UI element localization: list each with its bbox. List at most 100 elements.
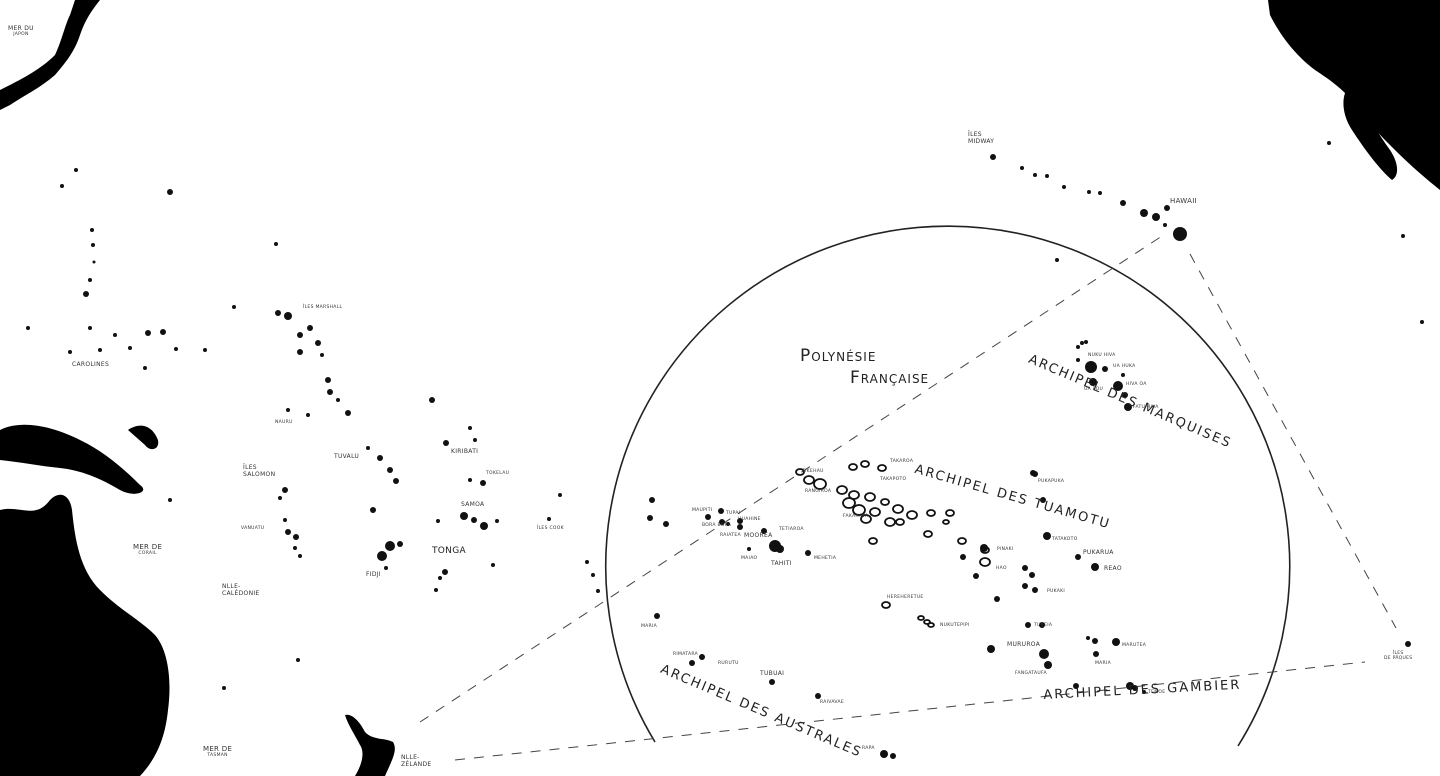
island-dot xyxy=(1033,173,1037,177)
island-dot xyxy=(1142,690,1146,694)
island-dot xyxy=(282,487,288,493)
island-dot xyxy=(297,349,303,355)
australia-landmass xyxy=(0,494,170,776)
label-tuvalu: TUVALU xyxy=(334,453,360,460)
island-dot xyxy=(491,563,495,567)
island-dot xyxy=(296,658,300,662)
island-dot xyxy=(397,541,403,547)
island-dot xyxy=(591,573,595,577)
label-raiatea: RAIATEA xyxy=(720,533,741,538)
label-tureia: TUREIA xyxy=(1034,623,1053,628)
island-dot xyxy=(480,480,486,486)
atoll-ring xyxy=(880,498,890,506)
island-dot xyxy=(726,522,730,526)
island-dot xyxy=(434,588,438,592)
label-hiva-oa: HIVA OA xyxy=(1126,382,1147,387)
island-dot xyxy=(222,686,226,690)
title-line-1: Polynésie xyxy=(800,346,877,366)
island-dot xyxy=(385,541,395,551)
label-vanuatu: VANUATU xyxy=(241,526,265,531)
label-marutea: MARUTEA xyxy=(1122,643,1147,648)
island-dot xyxy=(1055,258,1059,262)
island-dot xyxy=(747,547,751,551)
island-dot xyxy=(68,350,72,354)
atoll-ring xyxy=(881,601,891,609)
label-line: NLLE- xyxy=(222,583,241,590)
atoll-ring xyxy=(980,546,990,554)
label-tatakoto: TATAKOTO xyxy=(1052,537,1078,542)
island-dot xyxy=(113,333,117,337)
island-dot xyxy=(143,366,147,370)
atoll-ring xyxy=(942,519,950,525)
island-dot xyxy=(1124,403,1132,411)
island-dot xyxy=(160,329,166,335)
island-dot xyxy=(306,413,310,417)
island-dot xyxy=(384,566,388,570)
island-dot xyxy=(275,310,281,316)
island-dot xyxy=(370,507,376,513)
island-dot xyxy=(718,508,724,514)
island-dot xyxy=(705,514,711,520)
island-dot xyxy=(805,550,811,556)
label-nuku-hiva: NUKU HIVA xyxy=(1088,353,1116,358)
island-dot xyxy=(776,545,784,553)
island-dot xyxy=(232,305,236,309)
island-dot xyxy=(377,455,383,461)
label-tahiti: TAHITI xyxy=(771,560,792,567)
new-zealand-landmass xyxy=(345,714,395,776)
island-dot xyxy=(1140,209,1148,217)
island-dot xyxy=(274,242,278,246)
japan-landmass xyxy=(0,0,100,110)
label-pukapuka: PUKAPUKA xyxy=(1038,479,1065,484)
atoll-ring xyxy=(860,514,872,524)
label-line: MER DE xyxy=(133,543,163,551)
label-iles-cook: ÎLES COOK xyxy=(537,526,564,531)
island-dot xyxy=(74,168,78,172)
island-dot xyxy=(1420,320,1424,324)
atoll-ring xyxy=(842,497,856,509)
island-dot xyxy=(1075,554,1081,560)
atoll-ring xyxy=(917,615,925,621)
label-fakarava: FAKARAVA xyxy=(843,514,869,519)
island-dot xyxy=(278,496,282,500)
label-ua-pou: UA POU xyxy=(1084,387,1104,392)
island-dot xyxy=(1163,223,1167,227)
island-dot xyxy=(460,512,468,520)
island-dot xyxy=(719,519,725,525)
island-dot xyxy=(1164,205,1170,211)
island-dot xyxy=(345,410,351,416)
island-dot xyxy=(442,569,448,575)
island-dot xyxy=(495,519,499,523)
atoll-ring xyxy=(848,463,858,471)
label-tupai: TUPAI xyxy=(726,511,741,516)
island-dot xyxy=(1112,638,1120,646)
label-takapoto: TAKAPOTO xyxy=(880,477,907,482)
island-dots xyxy=(26,141,1424,759)
atoll-ring xyxy=(906,510,918,520)
island-dot xyxy=(1086,636,1090,640)
island-dot xyxy=(737,518,743,524)
baja-california xyxy=(1343,85,1398,180)
island-dot xyxy=(585,560,589,564)
island-dot xyxy=(1073,683,1079,689)
label-temoe: TEMOE xyxy=(1148,690,1166,695)
island-dot xyxy=(1039,649,1049,659)
label-pukarua: PUKARUA xyxy=(1083,549,1114,556)
island-dot xyxy=(327,389,333,395)
atoll-ring xyxy=(892,504,904,514)
island-dot xyxy=(1032,587,1038,593)
polynesia-zoom-circle xyxy=(604,225,1291,747)
label-bora-bora: BORA BORA xyxy=(702,523,732,528)
island-dot xyxy=(994,596,1000,602)
island-dot xyxy=(663,521,669,527)
label-rangiroa: RANGIROA xyxy=(805,489,832,494)
island-dot xyxy=(1098,191,1102,195)
atoll-ring xyxy=(927,622,935,628)
island-dot xyxy=(654,613,660,619)
atoll-ring xyxy=(795,468,805,476)
